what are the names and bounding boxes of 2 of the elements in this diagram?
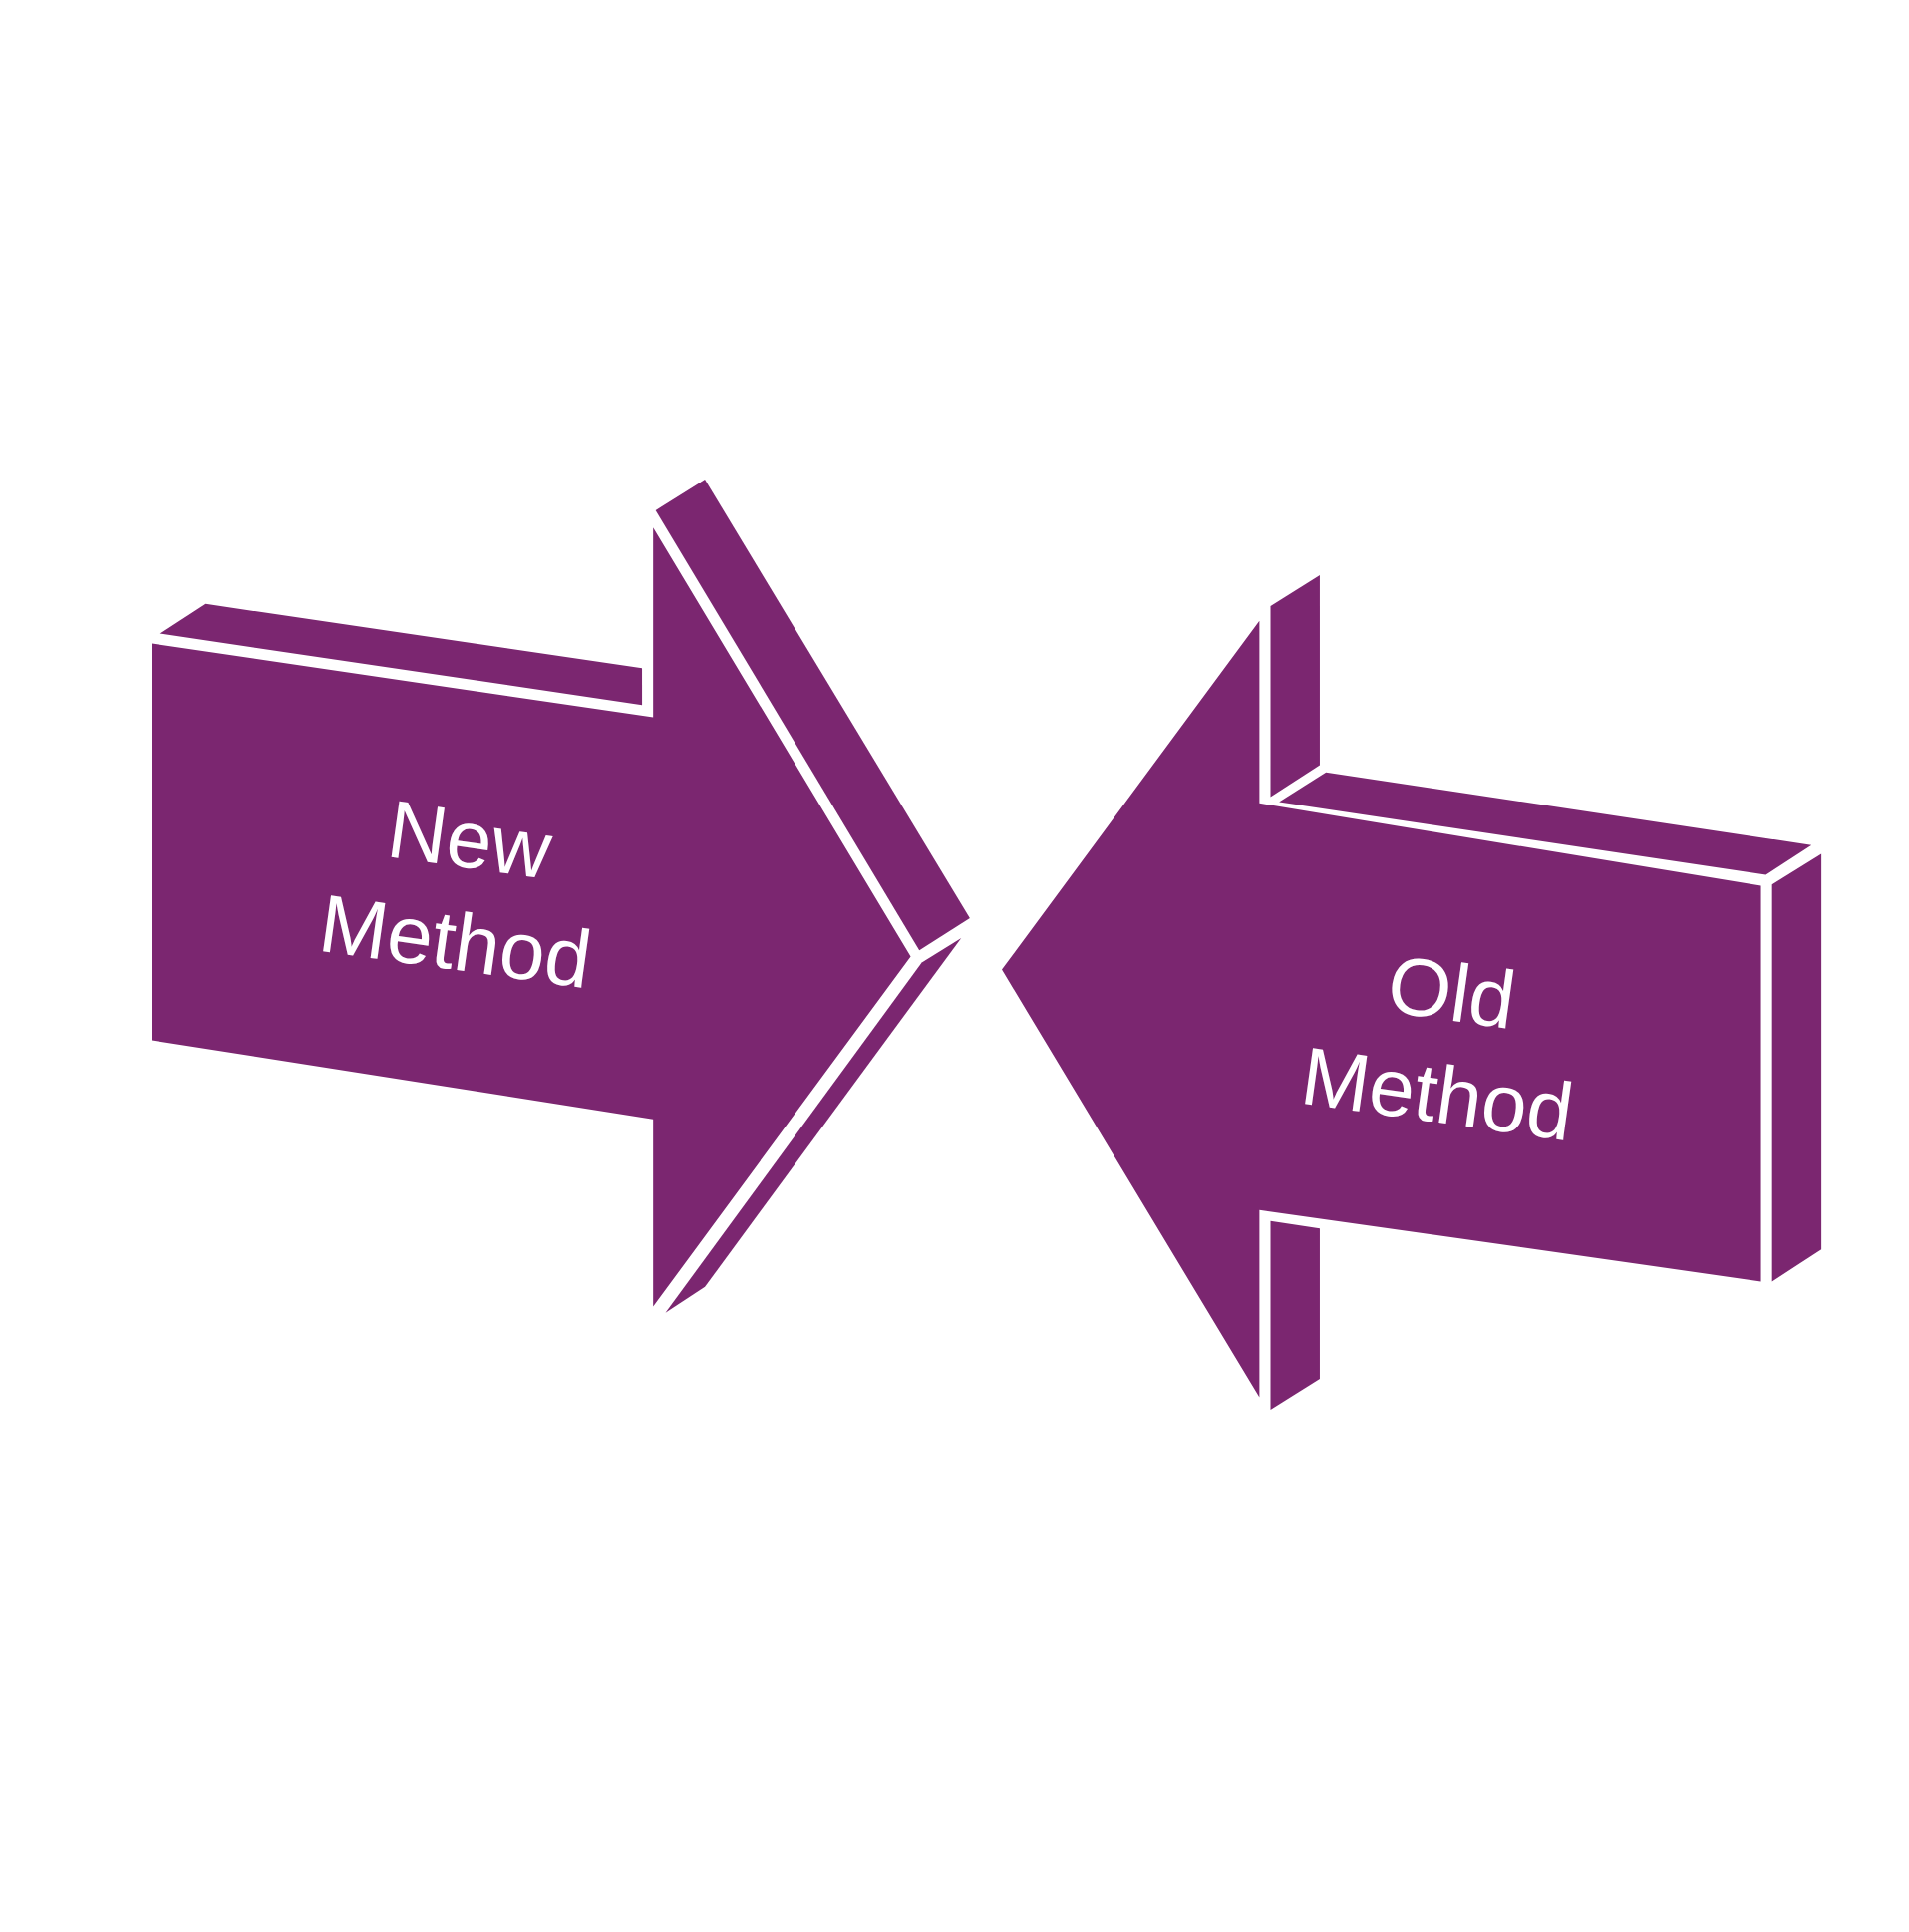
arrow-label: Old Method [1295, 936, 1580, 1159]
arrow-label: New Method [312, 782, 598, 1007]
